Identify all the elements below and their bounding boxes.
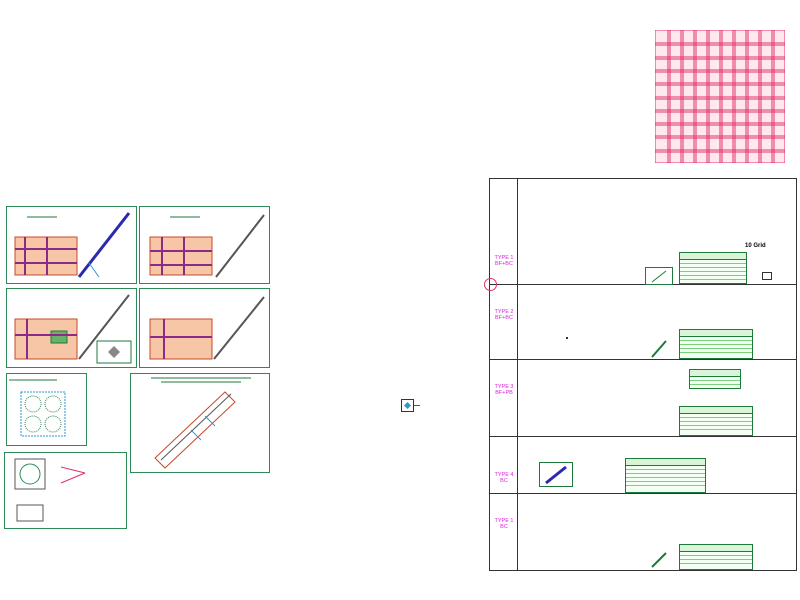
row-divider (490, 284, 796, 285)
type-code: BC (500, 478, 508, 484)
sloped-section-drawing (151, 377, 251, 469)
type-label: TYPE 4 BC (492, 472, 516, 484)
row-divider (490, 359, 796, 360)
drawing-sheet-3[interactable] (6, 288, 137, 368)
detail-sheet-footing[interactable] (4, 452, 127, 529)
schedule-table[interactable] (689, 369, 741, 389)
plan-drawing-2 (149, 214, 265, 278)
type-code: BF+BC (495, 315, 513, 321)
schedule-table[interactable] (679, 544, 753, 570)
type-name: TYPE 3 (494, 384, 514, 390)
drawing-sheet-2[interactable] (139, 206, 270, 284)
grid-label: 10 Grid (745, 243, 766, 249)
drawing-sheet-4[interactable] (139, 288, 270, 368)
mini-detail[interactable] (539, 462, 573, 487)
plan-drawing-4 (149, 296, 265, 360)
footing-drawing (14, 458, 86, 522)
circle-marker-icon[interactable] (484, 278, 497, 291)
block-reference-icon[interactable] (401, 399, 414, 412)
type-name: TYPE 1 (494, 255, 514, 261)
type-label: TYPE 3 BF+PB (492, 384, 516, 396)
type-code: BF+BC (495, 261, 513, 267)
plan-drawing-3 (14, 294, 132, 364)
detail-sheet-precast-block[interactable] (6, 373, 87, 446)
type-label: TYPE 2 BF+BC (492, 309, 516, 321)
dot-marker (566, 337, 568, 339)
type-label: TYPE 1 BF+BC (492, 255, 516, 267)
type-schedule-frame[interactable]: TYPE 1 BF+BC TYPE 2 BF+BC TYPE 3 BF+PB T… (484, 178, 797, 571)
slope-detail (650, 339, 668, 359)
type-code: BC (500, 524, 508, 530)
row-divider (490, 493, 796, 494)
type-name: TYPE 2 (494, 309, 514, 315)
schedule-table[interactable] (679, 406, 753, 436)
mini-detail[interactable] (645, 267, 673, 285)
type-name: TYPE 1 (494, 518, 514, 524)
detail-sheet-sloped-section[interactable] (130, 373, 270, 473)
precast-block-drawing (9, 379, 66, 437)
slope-detail (650, 551, 668, 569)
schedule-table[interactable] (679, 329, 753, 359)
diamond-icon (403, 401, 412, 410)
leader-line (414, 405, 420, 406)
type-column-divider (517, 179, 518, 570)
schedule-table[interactable] (625, 458, 706, 493)
plan-drawing-1 (14, 212, 131, 278)
schedule-table[interactable] (679, 252, 747, 284)
drawing-sheet-1[interactable] (6, 206, 137, 284)
type-name: TYPE 4 (494, 472, 514, 478)
type-label: TYPE 1 BC (492, 518, 516, 530)
red-grid[interactable] (654, 29, 786, 164)
type-code: BF+PB (495, 390, 513, 396)
legend-icon (762, 272, 772, 280)
row-divider (490, 436, 796, 437)
